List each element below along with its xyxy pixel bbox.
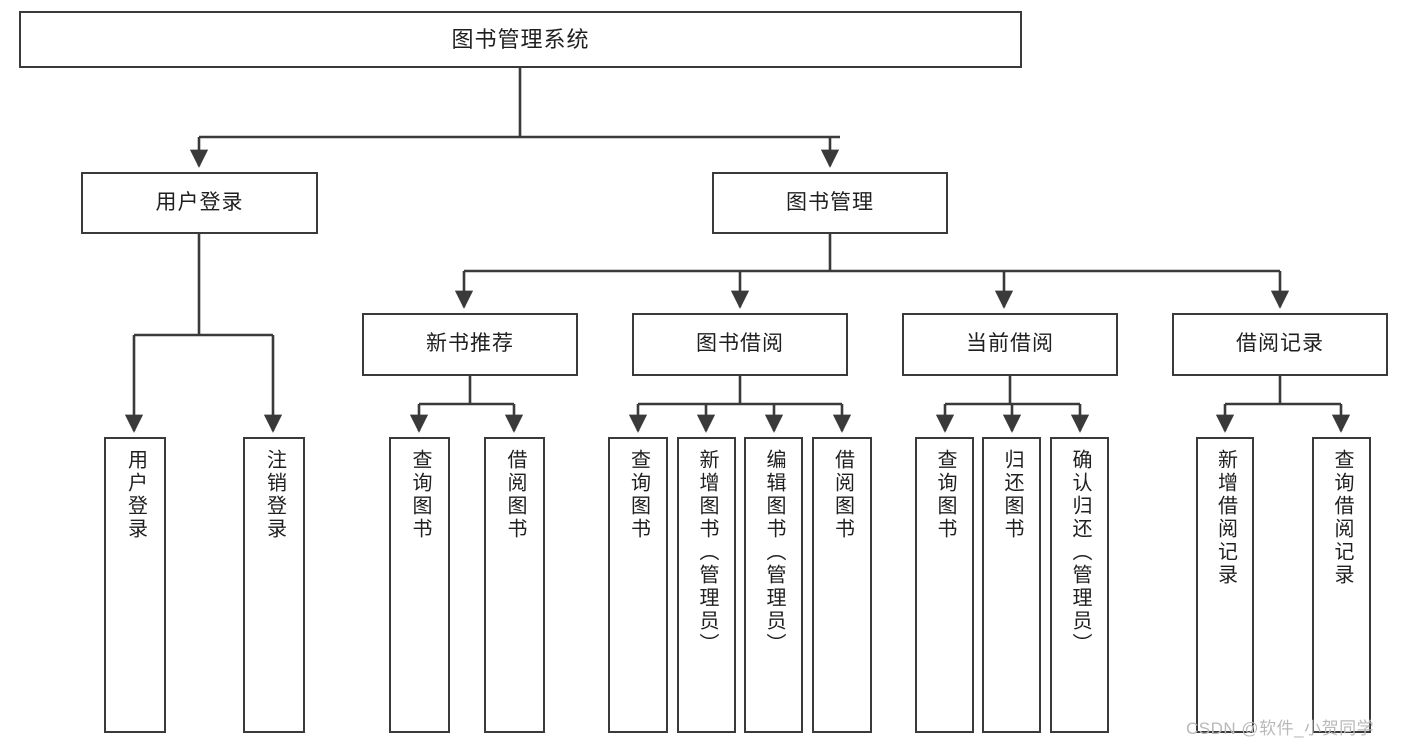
leaf-borrow-add-book-admin-label: 新增图书（管理员） xyxy=(696,449,718,656)
leaf-record-query[interactable]: 查询借阅记录 xyxy=(1312,437,1371,733)
node-book-borrow[interactable]: 图书借阅 xyxy=(632,313,848,376)
leaf-borrow-lend-book[interactable]: 借阅图书 xyxy=(812,437,872,733)
leaf-current-return-book-label: 归还图书 xyxy=(1001,449,1023,541)
leaf-current-return-book[interactable]: 归还图书 xyxy=(982,437,1041,733)
leaf-borrow-edit-book-admin[interactable]: 编辑图书（管理员） xyxy=(744,437,803,733)
leaf-record-query-label: 查询借阅记录 xyxy=(1331,449,1353,587)
node-current-borrow[interactable]: 当前借阅 xyxy=(902,313,1118,376)
leaf-recommend-borrow-book-label: 借阅图书 xyxy=(504,449,526,541)
node-new-book-recommend[interactable]: 新书推荐 xyxy=(362,313,578,376)
leaf-borrow-add-book-admin[interactable]: 新增图书（管理员） xyxy=(677,437,736,733)
leaf-user-logout[interactable]: 注销登录 xyxy=(243,437,305,733)
leaf-current-query-book[interactable]: 查询图书 xyxy=(915,437,974,733)
node-new-book-recommend-label: 新书推荐 xyxy=(426,332,514,356)
leaf-borrow-query-book-label: 查询图书 xyxy=(627,449,650,541)
node-book-borrow-label: 图书借阅 xyxy=(696,332,784,356)
node-borrow-record[interactable]: 借阅记录 xyxy=(1172,313,1388,376)
leaf-current-confirm-return-admin-label: 确认归还（管理员） xyxy=(1069,449,1091,656)
leaf-user-login[interactable]: 用户登录 xyxy=(104,437,166,733)
csdn-watermark: CSDN @软件_小贺同学 xyxy=(1186,719,1375,738)
leaf-record-add[interactable]: 新增借阅记录 xyxy=(1196,437,1254,733)
node-root[interactable]: 图书管理系统 xyxy=(19,11,1022,68)
leaf-recommend-query-book-label: 查询图书 xyxy=(409,449,431,541)
leaf-record-add-label: 新增借阅记录 xyxy=(1214,449,1237,587)
node-borrow-record-label: 借阅记录 xyxy=(1236,332,1324,356)
node-book-manage-label: 图书管理 xyxy=(786,190,874,214)
leaf-current-confirm-return-admin[interactable]: 确认归还（管理员） xyxy=(1050,437,1109,733)
leaf-borrow-edit-book-admin-label: 编辑图书（管理员） xyxy=(763,449,785,656)
leaf-borrow-query-book[interactable]: 查询图书 xyxy=(608,437,668,733)
leaf-recommend-query-book[interactable]: 查询图书 xyxy=(389,437,450,733)
node-book-manage[interactable]: 图书管理 xyxy=(712,172,948,234)
leaf-user-login-label: 用户登录 xyxy=(124,449,147,541)
node-user-login-label: 用户登录 xyxy=(155,190,244,214)
leaf-borrow-lend-book-label: 借阅图书 xyxy=(831,449,854,541)
leaf-current-query-book-label: 查询图书 xyxy=(934,449,956,541)
leaf-user-logout-label: 注销登录 xyxy=(263,449,286,541)
node-current-borrow-label: 当前借阅 xyxy=(966,332,1054,356)
leaf-recommend-borrow-book[interactable]: 借阅图书 xyxy=(484,437,545,733)
node-user-login[interactable]: 用户登录 xyxy=(81,172,318,234)
node-root-label: 图书管理系统 xyxy=(451,26,590,52)
